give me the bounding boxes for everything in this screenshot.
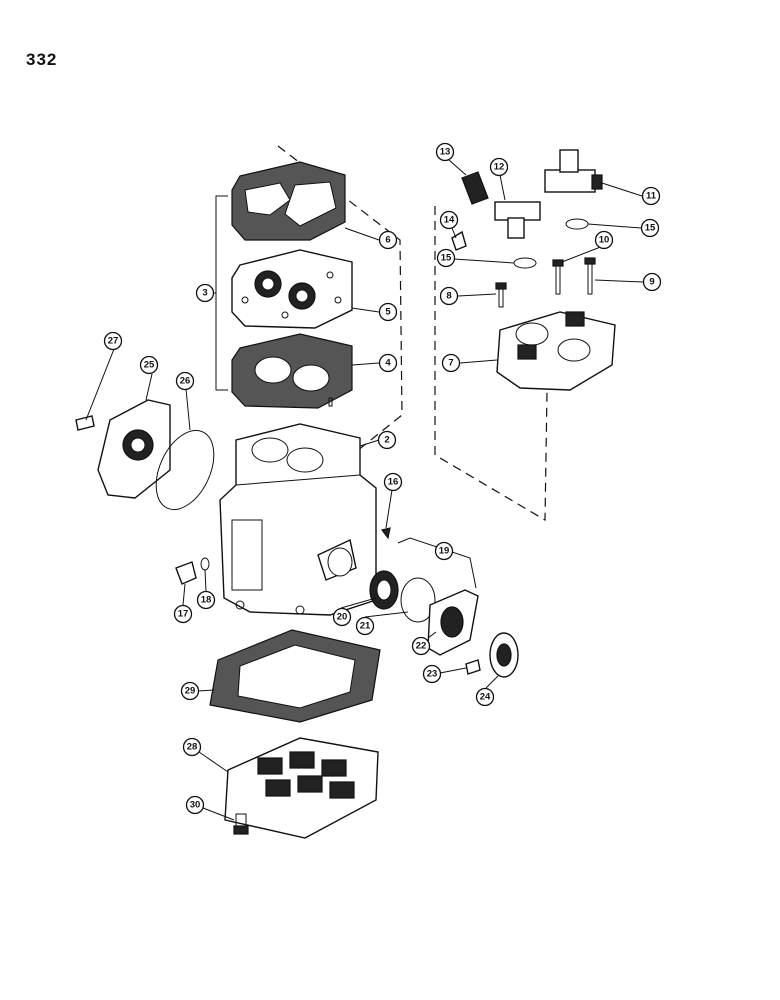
seal-plate — [427, 589, 479, 656]
end-cover — [97, 399, 171, 499]
cylinder-head — [496, 311, 616, 391]
svg-text:27: 27 — [108, 336, 119, 347]
svg-text:13: 13 — [440, 147, 451, 158]
callout-9: 9 — [642, 272, 662, 292]
page-number: 332 — [26, 50, 58, 69]
seal-o-ring — [400, 577, 436, 623]
callout-5: 5 — [378, 302, 398, 322]
plug-o-ring — [200, 557, 210, 571]
callout-28: 28 — [182, 737, 202, 757]
callout-11: 11 — [641, 186, 661, 206]
compressor-body — [219, 423, 377, 616]
head-bolt-short — [552, 259, 564, 295]
callout-20: 20 — [332, 607, 352, 627]
svg-text:2: 2 — [384, 435, 389, 446]
callout-21: 21 — [355, 616, 375, 636]
svg-text:20: 20 — [337, 612, 348, 623]
head-bolt-long — [584, 257, 596, 295]
callout-30: 30 — [185, 795, 205, 815]
svg-text:16: 16 — [388, 477, 399, 488]
svg-text:21: 21 — [360, 621, 371, 632]
base-plate — [224, 737, 379, 839]
base-gasket — [209, 629, 381, 723]
valve-cap — [461, 171, 489, 205]
callout-3: 3 — [195, 283, 215, 303]
callout-24: 24 — [475, 687, 495, 707]
callout-25: 25 — [139, 355, 159, 375]
svg-text:15: 15 — [441, 253, 452, 264]
svg-text:26: 26 — [180, 376, 191, 387]
callout-18: 18 — [196, 590, 216, 610]
svg-text:24: 24 — [480, 692, 491, 703]
svg-text:7: 7 — [448, 358, 453, 369]
callout-22: 22 — [411, 636, 431, 656]
seal-cover — [489, 632, 519, 678]
svg-text:9: 9 — [649, 277, 654, 288]
callout-8: 8 — [439, 286, 459, 306]
dowel-pin — [328, 397, 333, 407]
svg-text:3: 3 — [202, 288, 207, 299]
svg-text:14: 14 — [444, 215, 455, 226]
head-bolt — [495, 282, 507, 308]
callout-2: 2 — [377, 430, 397, 450]
shaft-seal — [369, 570, 399, 610]
svg-text:4: 4 — [385, 358, 391, 369]
svg-text:18: 18 — [201, 595, 212, 606]
svg-text:19: 19 — [439, 546, 450, 557]
callout-15-upper: 15 — [640, 218, 660, 238]
dust-cap — [451, 230, 467, 251]
svg-text:22: 22 — [416, 641, 427, 652]
callout-14: 14 — [439, 210, 459, 230]
callout-4: 4 — [378, 353, 398, 373]
seal-plate-bolt — [465, 659, 481, 675]
svg-text:15: 15 — [645, 223, 656, 234]
service-valve-small — [494, 201, 541, 239]
svg-text:29: 29 — [185, 686, 196, 697]
callout-17: 17 — [173, 604, 193, 624]
callout-26: 26 — [175, 371, 195, 391]
end-cover-o-ring — [155, 429, 215, 511]
callout-16: 16 — [383, 472, 403, 492]
end-cover-bolt — [75, 415, 95, 431]
base-plate-bolt — [233, 813, 249, 835]
callout-23: 23 — [422, 664, 442, 684]
svg-text:6: 6 — [385, 235, 390, 246]
callout-13: 13 — [435, 142, 455, 162]
service-valve-large — [544, 149, 603, 193]
leader-lines — [85, 159, 644, 821]
assembly-bracket — [215, 195, 228, 391]
svg-text:17: 17 — [178, 609, 189, 620]
oil-plug — [175, 561, 197, 585]
shaft-key — [380, 527, 391, 540]
svg-text:5: 5 — [385, 307, 391, 318]
svg-text:23: 23 — [427, 669, 438, 680]
o-ring-upper — [565, 218, 589, 230]
svg-text:11: 11 — [646, 191, 657, 202]
callout-12: 12 — [489, 157, 509, 177]
svg-text:12: 12 — [494, 162, 505, 173]
callout-7: 7 — [441, 353, 461, 373]
svg-text:25: 25 — [144, 360, 155, 371]
valve-plate — [231, 249, 353, 329]
svg-text:10: 10 — [599, 235, 610, 246]
callout-29: 29 — [180, 681, 200, 701]
head-gasket-lower — [231, 333, 353, 409]
callout-6: 6 — [378, 230, 398, 250]
callout-15-lower: 15 — [436, 248, 456, 268]
callout-10: 10 — [594, 230, 614, 250]
svg-text:28: 28 — [187, 742, 198, 753]
o-ring-lower — [513, 257, 537, 269]
callout-19: 19 — [434, 541, 454, 561]
callout-27: 27 — [103, 331, 123, 351]
svg-text:8: 8 — [446, 291, 451, 302]
svg-text:30: 30 — [190, 800, 201, 811]
head-gasket-upper — [231, 161, 346, 241]
